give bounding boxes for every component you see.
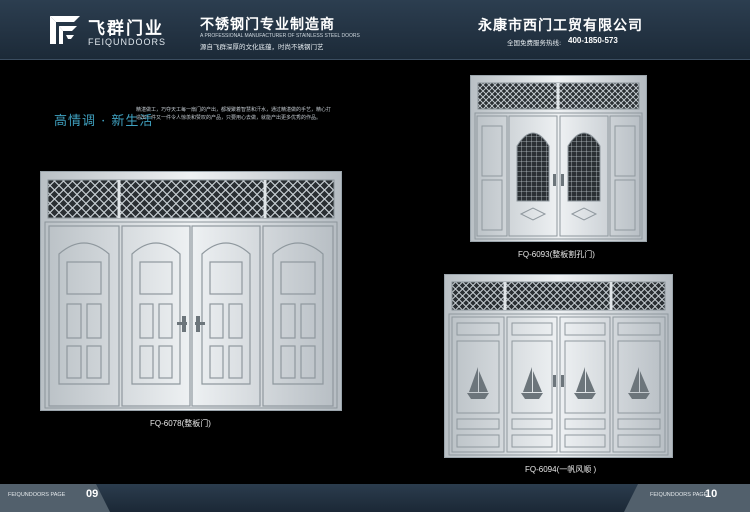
logo-text-cn: 飞群门业 xyxy=(88,19,164,39)
caption-fq-6094: FQ-6094(一帆风顺 ) xyxy=(525,465,597,474)
door-image-fq-6093 xyxy=(470,75,647,242)
slogan-cn: 源自飞群深厚的文化底蕴，时尚不锈钢门艺 xyxy=(200,43,324,51)
footer-right-label: FEIQUNDOORS PAGE xyxy=(650,492,708,498)
company-name: 永康市西门工贸有限公司 xyxy=(478,18,643,34)
caption-fq-6078: FQ-6078(整板门) xyxy=(150,419,211,428)
footer-tab-right xyxy=(624,484,750,512)
door-image-fq-6078 xyxy=(40,171,342,411)
slogan-en: A PROFESSIONAL MANUFACTURER OF STAINLESS… xyxy=(200,33,360,39)
page-number-left: 09 xyxy=(86,488,99,500)
page-number-right: 10 xyxy=(705,488,718,500)
feiqun-logo-icon xyxy=(50,16,80,44)
footer-tab-left xyxy=(0,484,110,512)
intro-paragraph: 精湛做工，巧夺天工每一扇门的产出，都凝聚着智慧和汗水，通过精湛做的手艺，精心打造… xyxy=(136,107,332,121)
tagline-title: 高情调 · 新生活 xyxy=(54,114,154,129)
page-header xyxy=(0,0,750,60)
hotline-label: 全国免费服务热线: xyxy=(507,39,562,47)
slogan-title: 不锈钢门专业制造商 xyxy=(200,17,335,33)
hotline-number: 400-1850-573 xyxy=(568,36,618,45)
footer-left-label: FEIQUNDOORS PAGE xyxy=(8,492,66,498)
page-footer xyxy=(0,484,750,512)
door-image-fq-6094 xyxy=(444,274,673,458)
caption-fq-6093: FQ-6093(整板割孔门) xyxy=(518,250,595,259)
logo-text-en: FEIQUNDOORS xyxy=(88,37,167,47)
